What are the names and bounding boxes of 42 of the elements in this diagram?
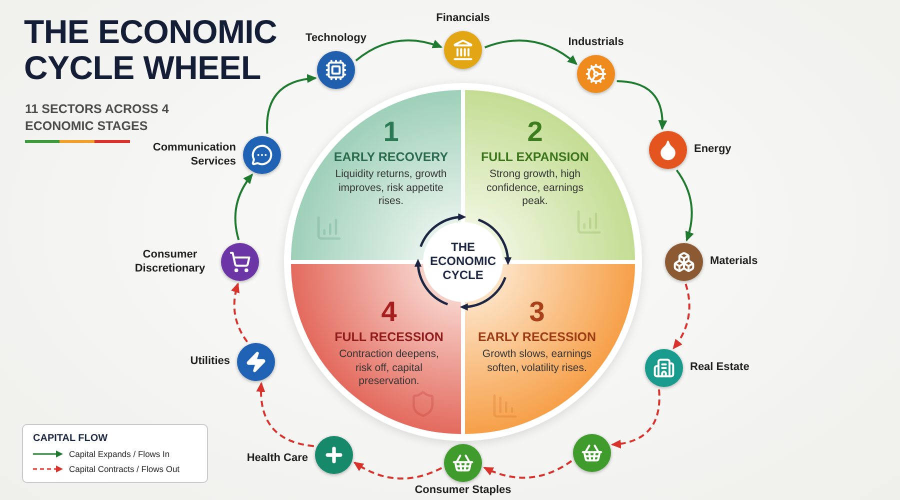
- sector-label: Energy: [694, 143, 732, 157]
- arrow: [616, 80, 667, 130]
- sector-label: Industrials: [568, 36, 624, 50]
- sector-label: Consumer Staples: [414, 484, 512, 498]
- stage-description: Growth slows, earnings soften, volatility rises.: [481, 348, 593, 376]
- stage-heading: FULL EXPANSION: [481, 150, 589, 164]
- stage-description: Strong growth, high confidence, earnings peak.: [486, 168, 584, 209]
- stage-heading: EARLY RECOVERY: [334, 150, 448, 164]
- arrow: [266, 74, 318, 134]
- arrow: [234, 174, 254, 240]
- legend-title: CAPITAL FLOW: [33, 433, 109, 444]
- arrow: [484, 40, 578, 65]
- dashed-arrow: [231, 282, 248, 342]
- stage-number: 2: [527, 118, 543, 146]
- stage-heading: FULL RECESSION: [334, 330, 444, 344]
- dashed-arrow: [672, 284, 690, 350]
- stage-heading: EARLY RECESSION: [478, 330, 596, 344]
- dashed-arrow: [610, 389, 660, 448]
- dashed-arrow: [353, 462, 442, 480]
- hub-title: THE ECONOMIC CYCLE: [429, 241, 497, 283]
- sector-label: Technology: [306, 32, 366, 46]
- subtitle: 11 SECTORS ACROSS 4 ECONOMIC STAGES: [25, 101, 170, 135]
- stage-number: 1: [383, 118, 399, 146]
- sector-label: Communication Services: [152, 141, 236, 169]
- arrow: [355, 39, 443, 62]
- sector-label: Utilities: [190, 355, 230, 369]
- legend-label: Capital Contracts / Flows Out: [69, 464, 180, 474]
- legend-label: Capital Expands / Flows In: [69, 449, 170, 459]
- sector-label: Materials: [710, 255, 758, 269]
- sector-label: Health Care: [246, 452, 308, 466]
- stage-description: Contraction deepens, risk off, capital preservation.: [338, 348, 440, 389]
- sector-label: Financials: [436, 12, 490, 26]
- stage-number: 4: [381, 298, 397, 326]
- stage-number: 3: [529, 298, 545, 326]
- sector-label: Real Estate: [690, 361, 750, 375]
- sector-circle: [573, 434, 611, 472]
- arrow: [676, 170, 694, 242]
- stage-description: Liquidity returns, growth improves, risk appetite rises.: [334, 168, 448, 209]
- sector-label: Consumer Discretionary: [134, 248, 206, 276]
- dashed-arrow: [483, 460, 572, 479]
- diagram-title: THE ECONOMIC CYCLE WHEEL: [24, 14, 278, 86]
- dashed-arrow: [256, 382, 314, 448]
